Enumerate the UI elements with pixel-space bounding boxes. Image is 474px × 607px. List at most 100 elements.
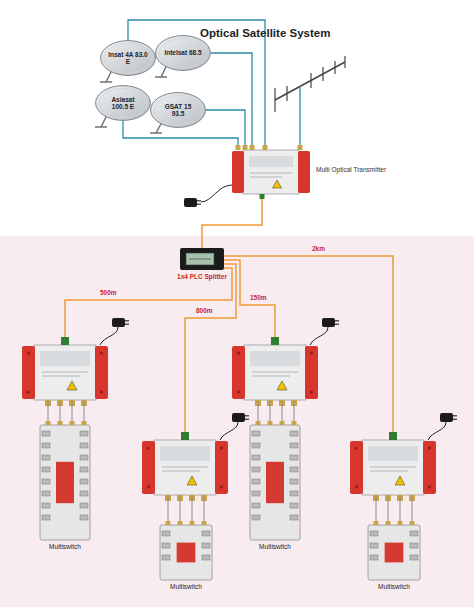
title: Optical Satellite System xyxy=(200,27,330,39)
device-label: Multiswitch xyxy=(170,583,202,590)
rf-port xyxy=(263,145,268,150)
multiswitch: Multiswitch xyxy=(40,425,90,540)
dish-reflector xyxy=(156,36,211,71)
output-port xyxy=(42,503,50,508)
distance-label: 800m xyxy=(196,307,213,314)
multiswitch-body xyxy=(250,425,300,540)
dish-rim xyxy=(104,44,152,73)
antenna-element xyxy=(274,88,275,112)
power-adapter xyxy=(322,318,339,327)
dish-reflector xyxy=(151,93,206,128)
rf-port xyxy=(70,421,75,425)
satellite-dish: GSAT 15 93.5 xyxy=(150,92,206,128)
distance-label: 2km xyxy=(312,245,325,252)
output-port xyxy=(290,455,298,460)
warning-symbol xyxy=(273,180,282,188)
rf-port xyxy=(410,521,415,525)
plc-splitter-shape xyxy=(180,248,224,270)
output-port xyxy=(370,531,378,536)
power-cable xyxy=(100,327,118,345)
coax-connector xyxy=(128,20,265,150)
dish-label: GSAT 15 93.5 xyxy=(158,103,198,117)
output-port xyxy=(290,479,298,484)
multiswitch: Multiswitch xyxy=(368,525,420,580)
output-port xyxy=(42,467,50,472)
optical-transmitter-shape xyxy=(232,150,310,194)
output-port xyxy=(252,491,260,496)
plc-splitter: 1x4 PLC Splitter xyxy=(180,248,224,270)
output-port xyxy=(202,531,210,536)
distance-label: 500m xyxy=(100,289,117,296)
multiswitch-panel xyxy=(266,462,284,503)
rf-port xyxy=(386,521,391,525)
output-port xyxy=(80,467,88,472)
rf-port xyxy=(280,421,285,425)
output-port xyxy=(80,431,88,436)
multiswitch-shape xyxy=(160,525,212,580)
rf-port xyxy=(178,521,183,525)
multiswitch-panel xyxy=(56,462,74,503)
rf-port xyxy=(374,521,379,525)
output-port xyxy=(42,431,50,436)
power-adapter xyxy=(112,318,129,327)
coax-cable xyxy=(168,496,204,525)
power-adapter xyxy=(184,198,201,207)
antenna-element xyxy=(334,61,335,74)
multiswitch-shape xyxy=(40,425,90,540)
output-port xyxy=(42,455,50,460)
output-port xyxy=(370,543,378,548)
dish-rim xyxy=(159,39,207,68)
output-port xyxy=(252,443,260,448)
rf-port xyxy=(82,421,87,425)
antenna-boom xyxy=(275,62,345,100)
output-port xyxy=(80,515,88,520)
antenna-element xyxy=(286,86,287,101)
output-port xyxy=(252,479,260,484)
output-port xyxy=(370,555,378,560)
antenna-element xyxy=(310,73,311,88)
device-body xyxy=(243,150,299,194)
rf-port xyxy=(190,521,195,525)
splitter-window xyxy=(186,253,214,265)
output-port xyxy=(162,531,170,536)
antenna-element xyxy=(322,67,323,81)
output-port xyxy=(410,531,418,536)
dish-reflector xyxy=(101,41,156,76)
output-port xyxy=(42,479,50,484)
device-cap xyxy=(232,151,244,193)
output-port xyxy=(252,515,260,520)
output-port xyxy=(42,443,50,448)
dish-label: Intelsat 68.5 xyxy=(163,49,203,56)
device-label: Multiswitch xyxy=(49,543,81,550)
output-port xyxy=(410,543,418,548)
splitter-body xyxy=(180,248,224,270)
fiber-line xyxy=(185,264,236,432)
output-port xyxy=(162,555,170,560)
power-adapter xyxy=(232,413,249,422)
coax-cable xyxy=(376,496,412,525)
device-label: Multiswitch xyxy=(259,543,291,550)
fiber-line xyxy=(65,268,232,337)
multiswitch-body xyxy=(40,425,90,540)
dish-rim xyxy=(154,96,202,125)
output-port xyxy=(80,479,88,484)
satellite-dish: Insat 4A 83.0 E xyxy=(100,40,156,76)
rf-port xyxy=(236,145,241,150)
output-port xyxy=(410,555,418,560)
rf-port xyxy=(398,521,403,525)
dish-rim xyxy=(99,89,147,118)
label-plate xyxy=(249,156,293,167)
coax-connector xyxy=(211,53,252,150)
print-line xyxy=(189,259,211,260)
coax-cable xyxy=(48,401,84,425)
output-port xyxy=(252,503,260,508)
satellite-dish: Intelsat 68.5 xyxy=(155,35,211,71)
optical-receiver xyxy=(350,432,436,501)
satellite-dish: Asiasat 100.5 E xyxy=(95,85,151,121)
antenna-cable xyxy=(299,86,300,146)
multiswitch-body xyxy=(368,525,420,580)
distance-label: 150m xyxy=(250,294,267,301)
optical-receiver xyxy=(142,432,228,501)
multiswitch-panel xyxy=(385,543,404,563)
output-port xyxy=(290,503,298,508)
